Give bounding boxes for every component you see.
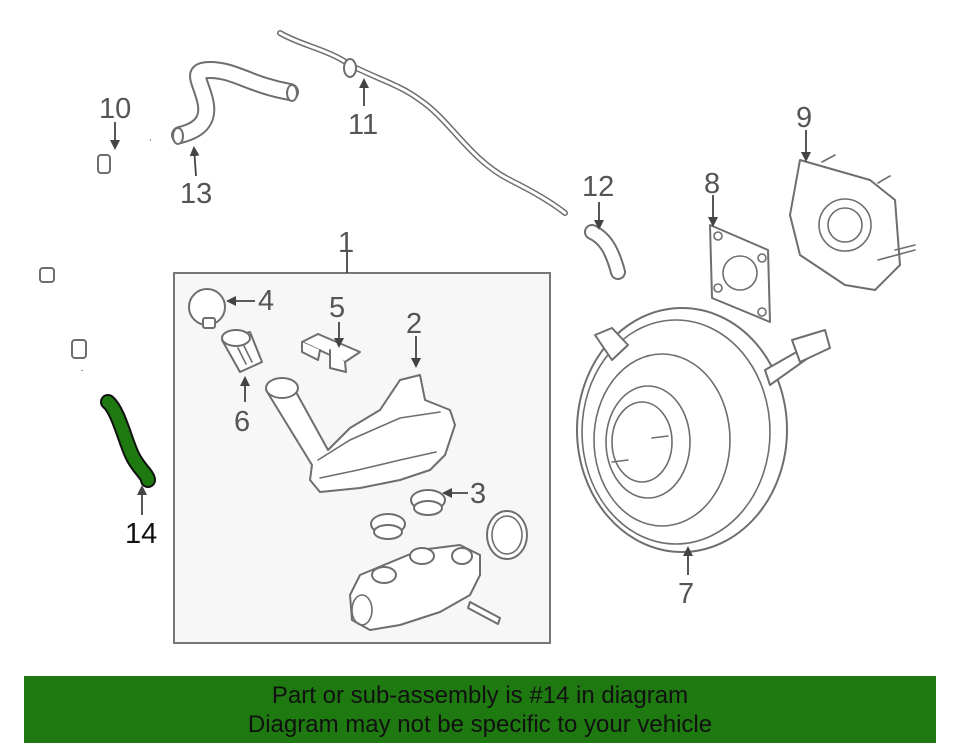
reservoir-2[interactable] bbox=[265, 374, 456, 493]
callout-2: 2 bbox=[406, 308, 422, 340]
hose-10[interactable] bbox=[38, 138, 151, 371]
gasket-8[interactable] bbox=[709, 224, 771, 323]
hose-11[interactable] bbox=[277, 30, 568, 216]
callout-9: 9 bbox=[796, 102, 812, 134]
master-cylinder[interactable] bbox=[349, 544, 501, 631]
callout-5: 5 bbox=[329, 292, 345, 324]
callout-13: 13 bbox=[180, 178, 212, 210]
callout-labels: 1 2 3 4 5 6 7 8 9 10 11 12 13 14 bbox=[99, 93, 812, 610]
banner-line-2: Diagram may not be specific to your vehi… bbox=[247, 711, 713, 738]
hose-12[interactable] bbox=[584, 224, 626, 280]
bracket-9[interactable] bbox=[789, 154, 916, 291]
info-banner: Part or sub-assembly is #14 in diagram D… bbox=[24, 676, 936, 743]
callout-10: 10 bbox=[99, 93, 131, 125]
callout-1: 1 bbox=[338, 227, 354, 259]
callout-3: 3 bbox=[470, 478, 486, 510]
callout-7: 7 bbox=[678, 578, 694, 610]
callout-12: 12 bbox=[582, 171, 614, 203]
callout-4: 4 bbox=[258, 285, 274, 317]
callout-6: 6 bbox=[234, 406, 250, 438]
callout-14: 14 bbox=[125, 518, 157, 550]
leader-lines bbox=[110, 78, 811, 575]
callout-8: 8 bbox=[704, 168, 720, 200]
reservoir-cap-4[interactable] bbox=[188, 288, 226, 329]
hose-14-highlighted[interactable] bbox=[100, 394, 156, 488]
brake-booster-7[interactable] bbox=[576, 307, 831, 553]
filter-6[interactable] bbox=[221, 329, 263, 373]
clip-5[interactable] bbox=[301, 333, 361, 373]
grommets-3[interactable] bbox=[370, 489, 528, 560]
hose-13[interactable] bbox=[171, 60, 299, 145]
callout-11: 11 bbox=[348, 109, 378, 141]
banner-line-1: Part or sub-assembly is #14 in diagram bbox=[271, 682, 689, 709]
